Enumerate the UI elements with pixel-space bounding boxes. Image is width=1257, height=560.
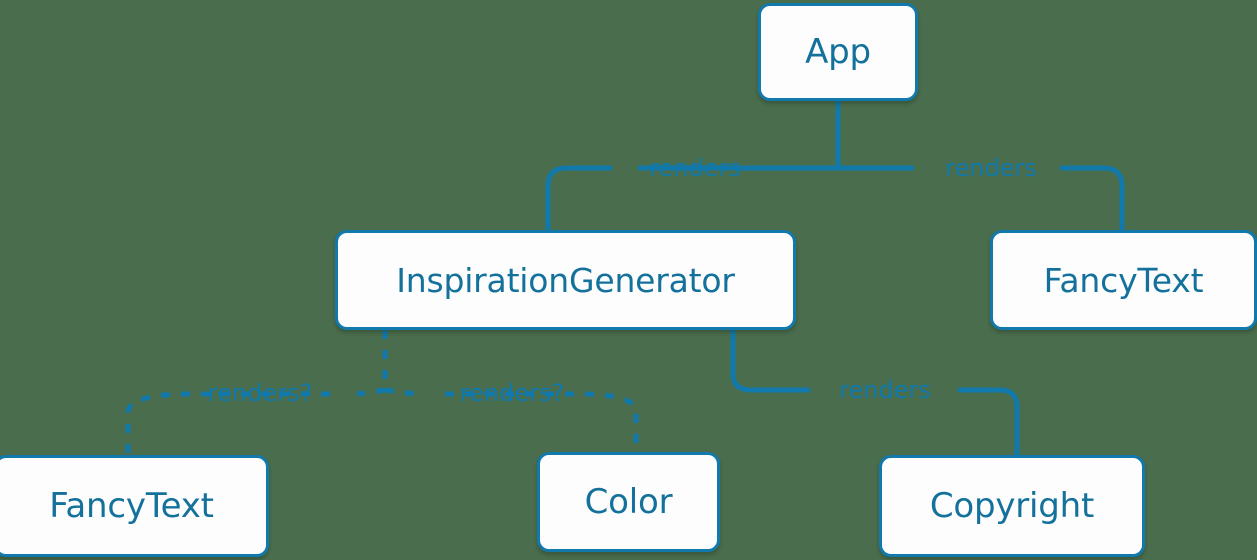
edge-label-app-to-inspiration: renders [649,154,741,182]
node-app[interactable]: App [758,3,918,101]
edge-inspiration-to-copyright [730,327,1020,458]
node-app-label: App [805,32,871,72]
edge-inspiration-to-fancytext-left [125,387,386,455]
node-fancytext-left-label: FancyText [49,486,214,526]
node-inspiration-generator[interactable]: InspirationGenerator [335,230,796,330]
node-color-label: Color [584,482,673,522]
node-inspiration-generator-label: InspirationGenerator [396,260,735,300]
edge-label-inspiration-to-color: renders? [459,379,565,407]
edge-label-app-to-fancytext-right: renders [945,154,1037,182]
edge-app-to-inspiration [545,165,841,233]
node-color[interactable]: Color [537,452,720,552]
edge-label-inspiration-to-fancytext-left: renders? [207,379,313,407]
edge-label-inspiration-to-copyright: renders [839,376,931,404]
node-copyright-label: Copyright [929,486,1095,526]
node-fancytext-right[interactable]: FancyText [990,230,1257,330]
edge-app-to-fancytext-right [835,165,1125,233]
edge-inspiration-to-color [384,387,639,452]
node-copyright[interactable]: Copyright [879,455,1145,557]
node-fancytext-left[interactable]: FancyText [0,455,269,557]
node-fancytext-right-label: FancyText [1043,260,1204,300]
